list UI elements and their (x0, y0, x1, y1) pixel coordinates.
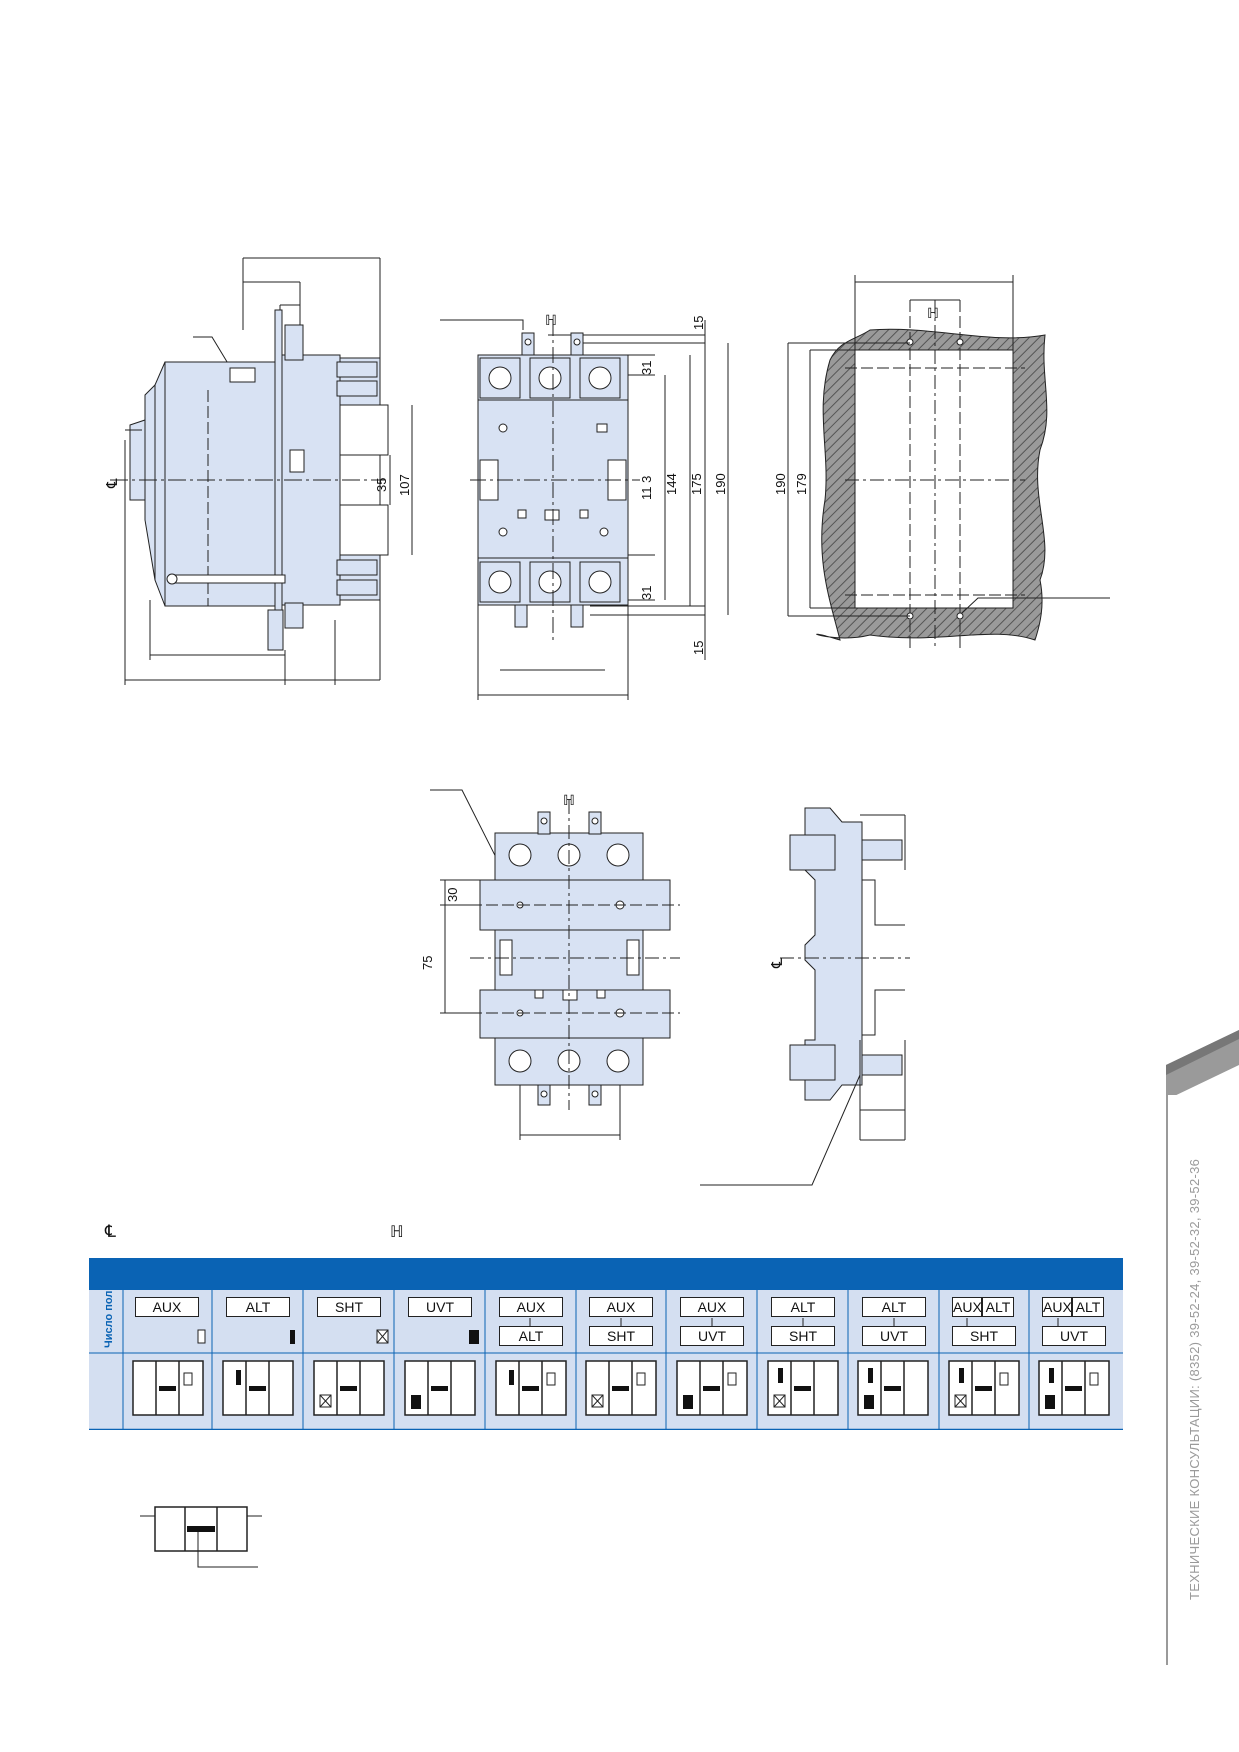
col9-label-top: ALT (862, 1297, 926, 1317)
schematic-alt (222, 1360, 294, 1416)
handle-mark-front: ℍ (545, 312, 557, 328)
row-label-poles: Число полюсов (103, 1290, 115, 1348)
col3-label-sht: SHT (317, 1297, 381, 1317)
col11-label-top-a: AUX (1042, 1297, 1072, 1317)
col6-label-top: AUX (589, 1297, 653, 1317)
col7-label-bottom: UVT (680, 1326, 744, 1346)
centerline-mark-section: ℄ (769, 958, 786, 969)
table-grid: Число полюсов (89, 1290, 1123, 1430)
col10-label-top-a: AUX (952, 1297, 982, 1317)
handle-mark-cutout: ℍ (927, 305, 939, 321)
col10-label-top-b: ALT (982, 1297, 1014, 1317)
side-view (110, 257, 413, 685)
front-dim-15-bottom: 15 (691, 641, 706, 655)
front-dim-190: 190 (713, 473, 728, 495)
legend-schematic (140, 1506, 262, 1568)
handle-mark-rear: ℍ (563, 792, 575, 808)
col4-label-uvt: UVT (408, 1297, 472, 1317)
schematic-alt-sht (767, 1360, 839, 1416)
rear-mount-view (430, 789, 680, 1140)
schematic-aux-alt (495, 1360, 567, 1416)
aux-indicator-icon (197, 1329, 206, 1344)
front-dim-15-top: 15 (691, 316, 706, 330)
col10-label-bottom: SHT (952, 1326, 1016, 1346)
schematic-aux-uvt (676, 1360, 748, 1416)
handle-legend-symbol: ℍ (390, 1224, 404, 1240)
alt-indicator-icon (290, 1330, 295, 1344)
cutout-dim-179: 179 (794, 473, 809, 495)
col2-label-alt: ALT (226, 1297, 290, 1317)
col8-label-bottom: SHT (771, 1326, 835, 1346)
uvt-indicator-icon (469, 1330, 479, 1344)
schematic-aux-sht (585, 1360, 657, 1416)
front-dim-31-top: 31 (639, 361, 654, 375)
front-dim-113: 11 3 (639, 476, 654, 500)
schematic-aux (132, 1360, 204, 1416)
side-tab-graphic (1166, 1030, 1239, 1095)
section-view (700, 807, 910, 1186)
cutout-dim-190: 190 (773, 473, 788, 495)
col1-label-aux: AUX (135, 1297, 199, 1317)
col5-label-top: AUX (499, 1297, 563, 1317)
technical-drawings: 35 107 ℄ (104, 257, 1110, 1240)
front-dim-31-bottom: 31 (639, 586, 654, 600)
centerline-legend-symbol: ℄ (104, 1222, 116, 1240)
col9-label-bottom: UVT (862, 1326, 926, 1346)
schematic-row (132, 1360, 1110, 1416)
front-dim-175: 175 (689, 473, 704, 495)
col11-label-top-b: ALT (1072, 1297, 1104, 1317)
schematic-aux-alt-sht (948, 1360, 1020, 1416)
col7-label-top: AUX (680, 1297, 744, 1317)
accessory-table: Число полюсов (89, 1258, 1123, 1430)
side-caption: ТЕХНИЧЕСКИЕ КОНСУЛЬТАЦИИ: (8352) 39-52-2… (1187, 1158, 1202, 1600)
col5-label-bottom: ALT (499, 1326, 563, 1346)
dim-107: 107 (397, 474, 412, 496)
front-dim-144: 144 (664, 473, 679, 495)
front-view (440, 319, 729, 700)
rear-dim-75: 75 (420, 956, 435, 970)
schematic-alt-uvt (857, 1360, 929, 1416)
col8-label-top: ALT (771, 1297, 835, 1317)
panel-cutout-view (787, 275, 1110, 650)
col6-label-bottom: SHT (589, 1326, 653, 1346)
table-header-bar (89, 1258, 1123, 1290)
side-vertical-rule (1166, 1085, 1168, 1665)
schematic-uvt (404, 1360, 476, 1416)
schematic-aux-alt-uvt (1038, 1360, 1110, 1416)
centerline-mark-side: ℄ (104, 478, 121, 489)
dim-35: 35 (374, 478, 389, 492)
col11-label-bottom: UVT (1042, 1326, 1106, 1346)
schematic-sht (313, 1360, 385, 1416)
rear-dim-30: 30 (445, 888, 460, 902)
